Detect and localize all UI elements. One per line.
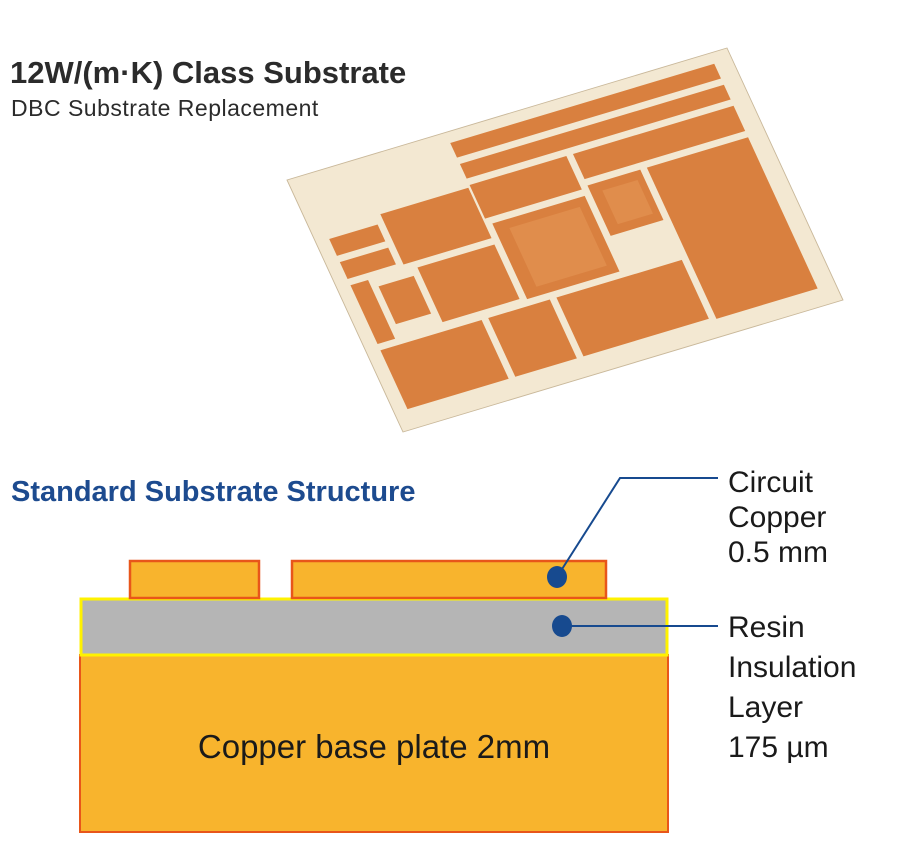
base-plate-label: Copper base plate 2mm — [197, 728, 551, 765]
label-line: Circuit — [728, 466, 814, 499]
resin-layer-label: Resin Insulation Layer 175 µm — [728, 608, 856, 768]
circuit-copper-pad-left — [128, 559, 261, 600]
label-line: 175 µm — [728, 731, 829, 764]
label-line: Layer — [728, 691, 804, 724]
label-line: 0.5 mm — [728, 536, 829, 569]
label-line: Insulation — [728, 651, 857, 684]
circuit-copper-callout-dot — [547, 566, 567, 588]
circuit-copper-callout-line — [556, 477, 718, 578]
page-subtitle: DBC Substrate Replacement — [11, 95, 319, 121]
copper-base-plate — [79, 654, 669, 833]
label-line: Resin — [728, 611, 805, 644]
structure-title: Standard Substrate Structure — [11, 476, 416, 508]
page-title: 12W/(m·K) Class Substrate — [10, 55, 407, 90]
resin-callout-dot — [552, 615, 572, 637]
circuit-copper-label: Circuit Copper 0.5 mm — [728, 465, 828, 570]
substrate-board-image — [286, 47, 844, 433]
label-line: Copper — [728, 501, 827, 534]
